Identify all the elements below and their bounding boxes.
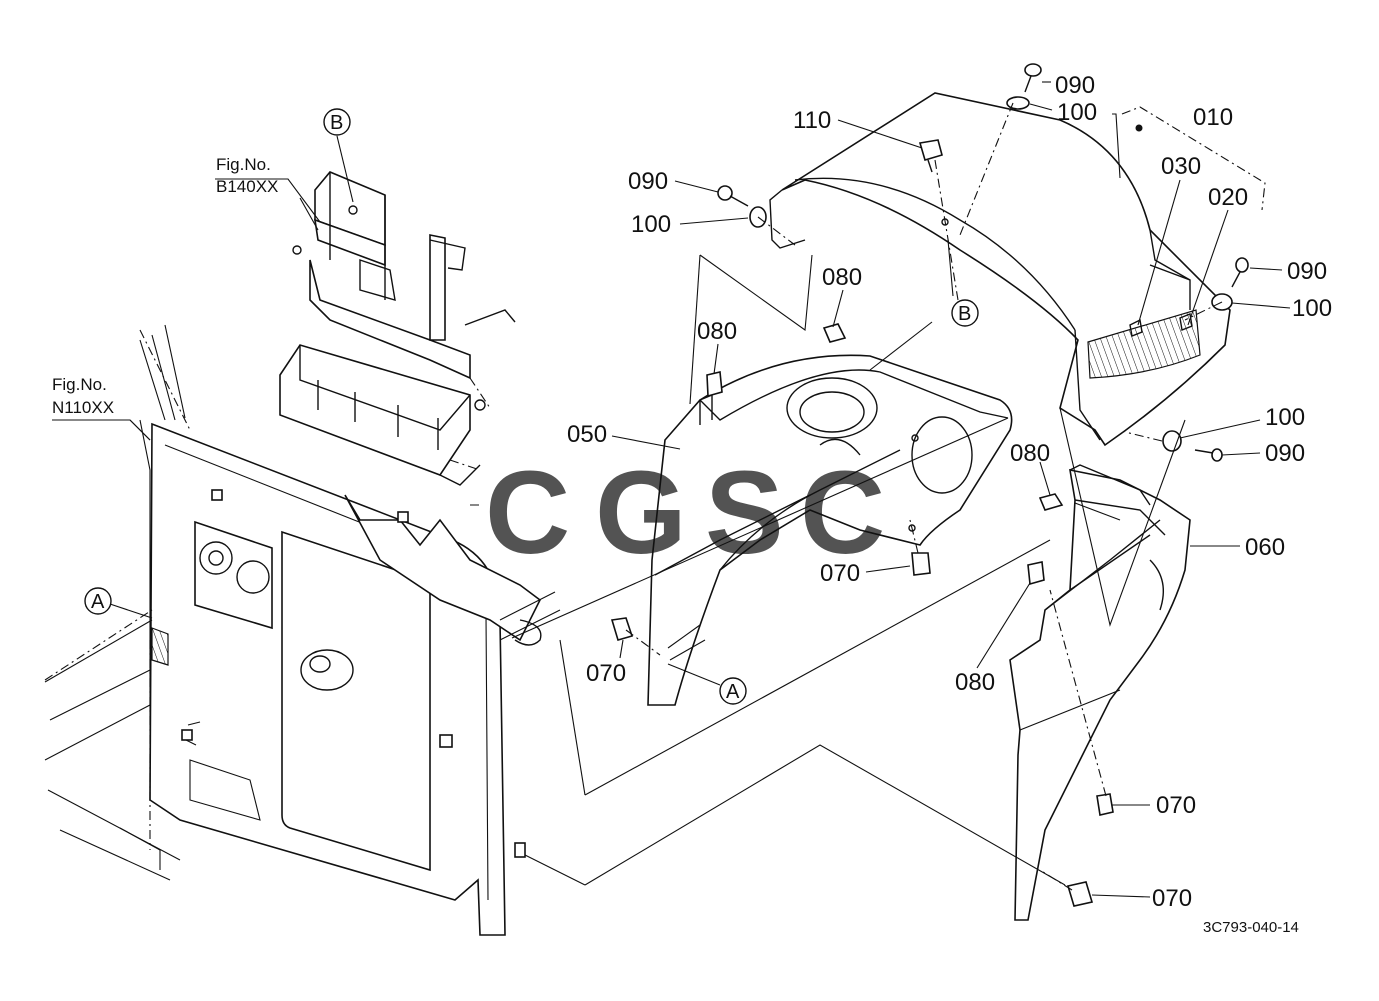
fasteners (610, 63, 1249, 907)
svg-text:A: A (91, 591, 105, 613)
watermark-letter-4: C (800, 447, 885, 579)
callout-090-top: 090 (1055, 72, 1095, 99)
callout-060: 060 (1245, 534, 1285, 561)
fig-ref-n110-prefix: Fig.No. (52, 375, 107, 394)
svg-text:A: A (726, 681, 740, 703)
part-060-side-panel (1009, 464, 1191, 921)
watermark-letter-1: C (485, 447, 570, 579)
part-050-panel (647, 354, 1013, 706)
callout-100-mid: 100 (1265, 404, 1305, 431)
fig-ref-b140-code: B140XX (216, 177, 278, 196)
callout-050: 050 (567, 421, 607, 448)
svg-text:B: B (330, 112, 343, 134)
drawing-number: 3C793-040-14 (1203, 919, 1299, 936)
callout-080-d: 080 (955, 669, 995, 696)
callout-080-c: 080 (1010, 440, 1050, 467)
fig-ref-b140-prefix: Fig.No. (216, 155, 271, 174)
callout-070-d: 070 (1152, 885, 1192, 912)
callout-100-top: 100 (1057, 99, 1097, 126)
callout-leaders (52, 81, 1291, 898)
circled-ref-b-top: B (323, 108, 351, 136)
watermark-letter-3: S (705, 447, 784, 579)
callout-090-mid: 090 (1265, 440, 1305, 467)
callout-090-left: 090 (628, 168, 668, 195)
svg-text:B: B (958, 303, 971, 325)
part-010-cover (769, 92, 1231, 447)
callout-100-right: 100 (1292, 295, 1332, 322)
watermark-letter-2: G (595, 447, 687, 579)
callout-070-c: 070 (1156, 792, 1196, 819)
callout-030: 030 (1161, 153, 1201, 180)
fig-ref-n110-code: N110XX (52, 398, 114, 417)
callout-090-right: 090 (1287, 258, 1327, 285)
callout-020: 020 (1208, 184, 1248, 211)
callout-070-b: 070 (586, 660, 626, 687)
circled-ref-a-mid: A (719, 677, 747, 705)
watermark: C G S C (485, 447, 885, 579)
callout-100-left: 100 (631, 211, 671, 238)
circled-ref-a-left: A (84, 587, 112, 615)
callout-110: 110 (793, 107, 831, 134)
callout-080-a: 080 (822, 264, 862, 291)
circled-ref-b-mid: B (951, 299, 979, 327)
callout-070-a: 070 (820, 560, 860, 587)
callout-010: 010 (1193, 104, 1233, 131)
air-duct (279, 344, 561, 646)
callout-080-b: 080 (697, 318, 737, 345)
relay-bracket (292, 171, 516, 411)
